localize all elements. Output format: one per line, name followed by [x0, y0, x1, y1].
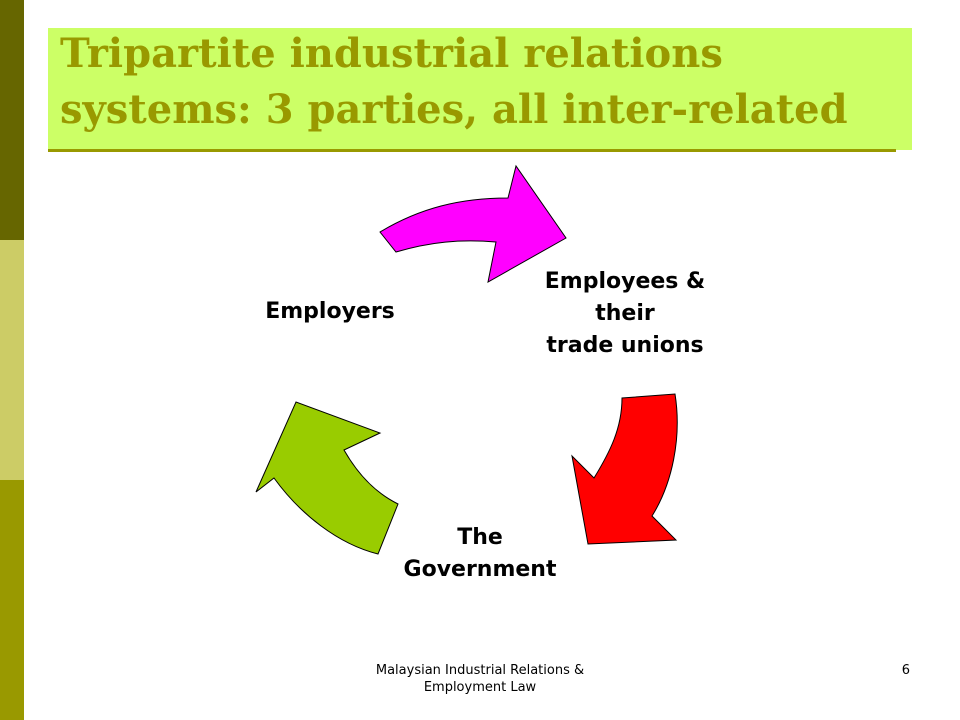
slide-footer: Malaysian Industrial Relations & Employm…: [375, 663, 585, 695]
node-government-line-2: Government: [403, 557, 557, 582]
arrow-employees-to-government: [571, 393, 678, 545]
left-accent-bar-top: [0, 0, 24, 240]
node-employers-label: Employers: [240, 296, 420, 328]
title-background: [48, 28, 912, 150]
title-underline: [48, 149, 896, 152]
node-employees-line-1: Employees &: [544, 269, 706, 294]
node-employees-line-2: their: [595, 301, 655, 326]
page-number: 6: [901, 663, 910, 678]
arrow-government-to-employers: [255, 401, 399, 555]
arrow-employers-to-employees: [379, 164, 567, 283]
node-employees-line-3: trade unions: [546, 333, 704, 358]
node-employees-label: Employees & their trade unions: [500, 266, 750, 362]
node-employers-line-1: Employers: [265, 299, 395, 324]
slide-title: Tripartite industrial relations systems:…: [60, 30, 848, 133]
node-government-label: The Government: [370, 522, 590, 586]
node-government-line-1: The: [457, 525, 503, 550]
left-accent-bar-middle: [0, 240, 24, 480]
left-accent-bar-bottom: [0, 480, 24, 720]
